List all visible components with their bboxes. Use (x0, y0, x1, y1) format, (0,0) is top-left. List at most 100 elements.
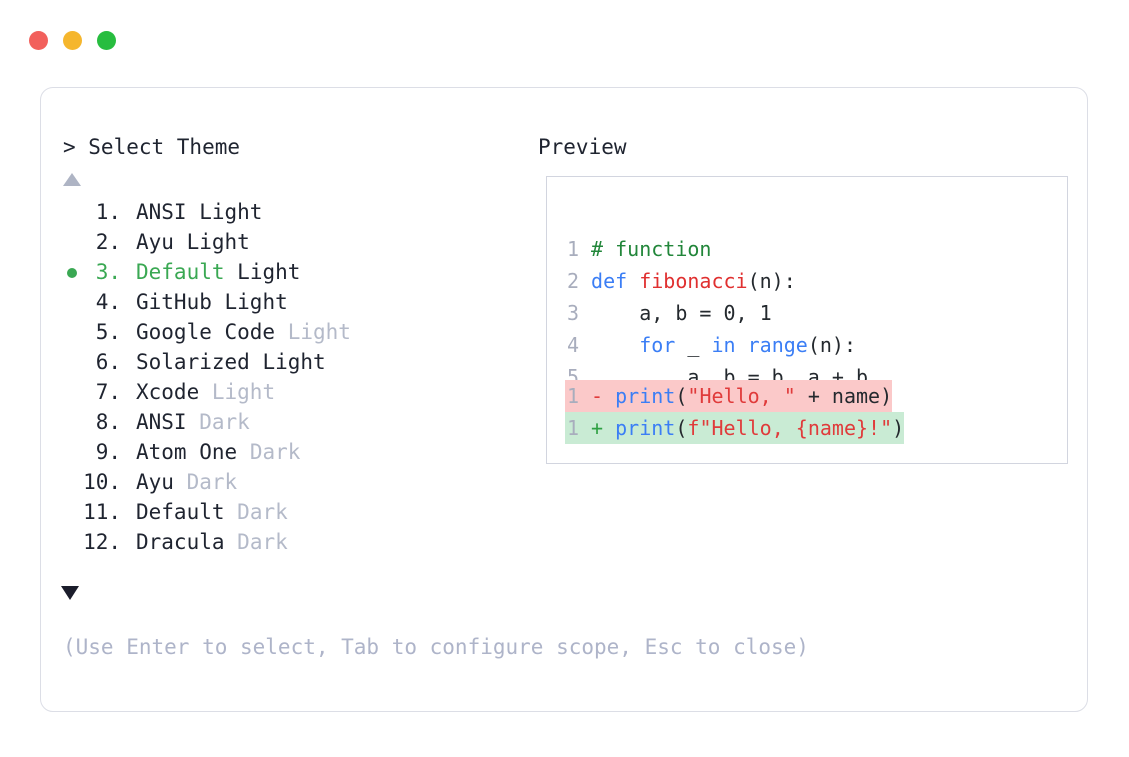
diff-block: 1 - print("Hello, " + name)1 + print(f"H… (565, 380, 905, 444)
code-token: range (747, 333, 808, 357)
theme-item-number: 3. (95, 260, 121, 284)
theme-item-name: Dracula (136, 530, 225, 554)
theme-list-item[interactable]: 7.Xcode Light (41, 377, 511, 407)
code-token (736, 333, 748, 357)
theme-item-number: 5. (95, 320, 121, 344)
theme-item-name: ANSI (136, 200, 187, 224)
code-token: 1 (759, 301, 772, 325)
code-token (591, 333, 639, 357)
code-line-number: 3 (566, 301, 579, 325)
theme-item-number: 10. (83, 470, 121, 494)
theme-item-label: Xcode Light (136, 377, 275, 407)
code-token: (n): (807, 333, 856, 357)
code-line-number: 2 (566, 269, 579, 293)
theme-item-name: Ayu (136, 470, 174, 494)
theme-item-variant-tag: Dark (237, 500, 288, 524)
theme-item-number: 8. (95, 410, 121, 434)
theme-item-variant-tag: Light (262, 350, 326, 374)
theme-item-label: ANSI Light (136, 197, 262, 227)
diff-sign: - (591, 384, 604, 408)
theme-list-item[interactable]: 3. Default Light (41, 257, 511, 287)
theme-item-variant-tag: Light (211, 380, 276, 404)
theme-list-item[interactable]: 8. ANSI Dark (41, 407, 511, 437)
theme-item-variant-tag: Light (224, 290, 288, 314)
window-titlebar (0, 0, 1129, 80)
triangle-down-icon[interactable] (61, 586, 79, 600)
code-token: , (735, 301, 760, 325)
diff-line-added: 1 + print(f"Hello, {name}!") (565, 412, 905, 444)
code-token: "Hello, " (687, 384, 796, 408)
theme-item-variant-tag: Dark (249, 440, 301, 464)
code-token: ) (892, 416, 905, 440)
theme-item-variant-tag: Light (186, 230, 250, 254)
code-line-number: 1 (566, 237, 579, 261)
theme-item-name: ANSI (136, 410, 187, 434)
theme-item-name: GitHub (136, 290, 212, 314)
theme-item-number: 11. (83, 500, 121, 524)
diff-line-wrapper: 1 + print(f"Hello, {name}!") (565, 412, 905, 444)
code-token: (n): (747, 269, 796, 293)
theme-item-label: Solarized Light (136, 347, 326, 377)
diff-line-wrapper: 1 - print("Hello, " + name) (565, 380, 904, 412)
theme-list-item[interactable]: 9. Atom One Dark (41, 437, 511, 467)
theme-item-label: Dracula Dark (136, 527, 288, 557)
code-token: a, b = (591, 301, 724, 325)
theme-item-variant-tag: Dark (186, 470, 238, 494)
code-token: ( (675, 384, 688, 408)
code-token: # function (591, 237, 712, 261)
code-token: print (615, 384, 676, 408)
theme-item-label: Default Dark (136, 497, 288, 527)
code-line: 1 # function (565, 233, 868, 265)
code-token: in (711, 333, 736, 357)
theme-list-item[interactable]: 10. Ayu Dark (41, 467, 511, 497)
diff-line-number: 1 (566, 416, 579, 440)
triangle-up-icon[interactable] (63, 173, 81, 186)
theme-item-variant-tag: Dark (199, 410, 250, 434)
theme-item-number: 2. (95, 230, 121, 254)
code-token: print (615, 416, 676, 440)
code-token: def (591, 269, 640, 293)
code-token: ( (675, 416, 688, 440)
code-line-number: 4 (566, 333, 579, 357)
theme-item-name: Google Code (136, 320, 276, 344)
theme-item-label: ANSI Dark (136, 407, 250, 437)
theme-item-label: Ayu Light (136, 227, 250, 257)
theme-list-item[interactable]: 2. Ayu Light (41, 227, 511, 257)
diff-line-number: 1 (566, 384, 579, 408)
keyboard-hint: (Use Enter to select, Tab to configure s… (63, 635, 809, 659)
theme-item-number: 9. (95, 440, 121, 464)
theme-item-name: Atom One (136, 440, 238, 464)
theme-item-number: 12. (83, 530, 121, 554)
theme-item-variant-tag: Light (237, 260, 301, 284)
theme-item-variant-tag: Light (287, 320, 351, 344)
maximize-window-button[interactable] (97, 31, 116, 50)
code-token: 0 (723, 301, 736, 325)
theme-item-name: Xcode (136, 380, 200, 404)
theme-list-item[interactable]: 1.ANSI Light (41, 197, 511, 227)
code-line: 2 def fibonacci(n): (565, 265, 868, 297)
theme-list-item[interactable]: 6.Solarized Light (41, 347, 511, 377)
code-token: fibonacci (639, 269, 748, 293)
code-token: for (639, 333, 676, 357)
theme-list-item[interactable]: 5. Google Code Light (41, 317, 511, 347)
code-token: + name) (795, 384, 893, 408)
theme-item-label: Google Code Light (136, 317, 351, 347)
close-window-button[interactable] (29, 31, 48, 50)
theme-item-name: Default (136, 260, 225, 284)
minimize-window-button[interactable] (63, 31, 82, 50)
theme-list-item[interactable]: 12. Dracula Dark (41, 527, 511, 557)
diff-sign: + (591, 416, 604, 440)
theme-item-variant-tag: Light (199, 200, 263, 224)
theme-item-name: Default (136, 500, 225, 524)
selected-bullet-icon (67, 268, 77, 278)
theme-list-item[interactable]: 4.GitHub Light (41, 287, 511, 317)
code-line: 3 a, b = 0, 1 (565, 297, 868, 329)
theme-list-item[interactable]: 11. Default Dark (41, 497, 511, 527)
code-token: f"Hello, {name}!" (687, 416, 893, 440)
theme-item-label: Ayu Dark (136, 467, 237, 497)
preview-title: Preview (538, 135, 627, 159)
theme-item-label: Atom One Dark (136, 437, 300, 467)
